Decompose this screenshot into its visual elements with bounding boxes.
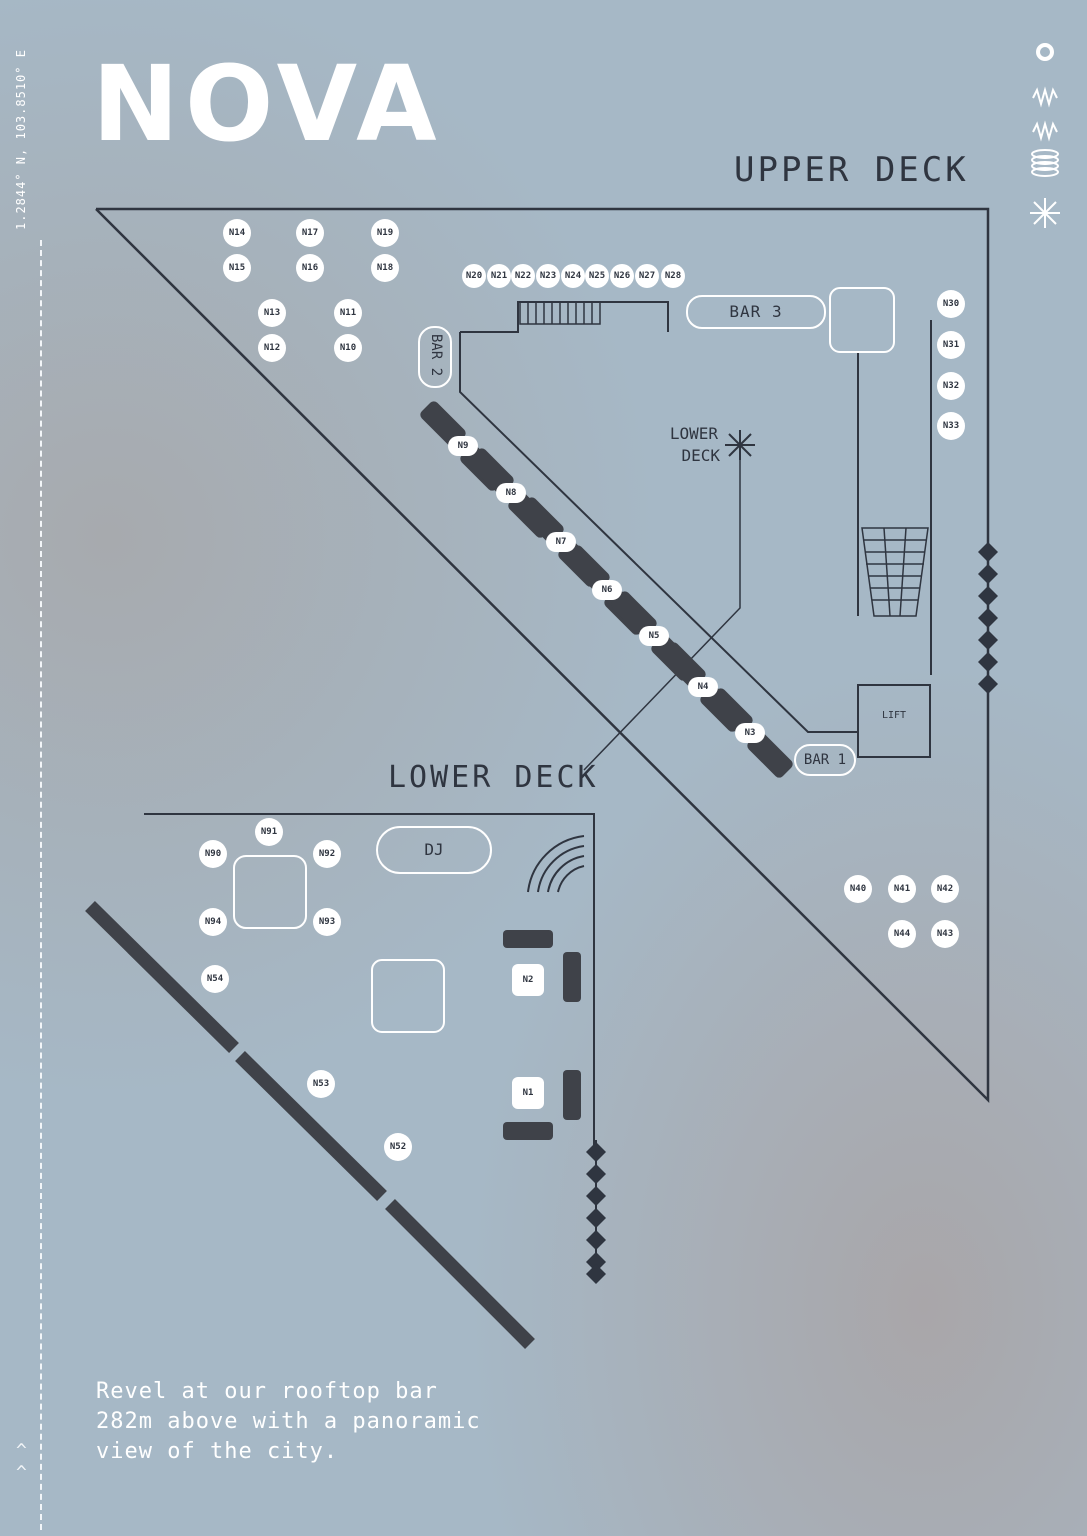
lower-table-square bbox=[371, 959, 445, 1033]
brand-logo: NOVA bbox=[92, 43, 443, 165]
table-n11[interactable]: N11 bbox=[334, 299, 362, 327]
lower-deck-pointer-label-1: LOWER bbox=[670, 424, 719, 443]
table-n20[interactable]: N20 bbox=[462, 264, 486, 288]
table-n6[interactable]: N6 bbox=[592, 580, 622, 600]
booth-seat bbox=[564, 545, 610, 591]
table-n7[interactable]: N7 bbox=[546, 532, 576, 552]
table-n42[interactable]: N42 bbox=[931, 875, 959, 903]
table-n10[interactable]: N10 bbox=[334, 334, 362, 362]
staircase-icon bbox=[861, 527, 929, 617]
page-edge-dashed-line bbox=[40, 240, 42, 1530]
lower-booth-seats bbox=[503, 930, 581, 1140]
table-n22[interactable]: N22 bbox=[511, 264, 535, 288]
chevron-up-icon: ^ bbox=[16, 1440, 27, 1461]
booth-seat bbox=[518, 497, 564, 543]
table-n2[interactable]: N2 bbox=[512, 964, 544, 996]
table-n5[interactable]: N5 bbox=[639, 626, 669, 646]
wave-icon bbox=[1032, 120, 1058, 142]
dj-pill[interactable]: DJ bbox=[376, 826, 492, 874]
table-n15[interactable]: N15 bbox=[223, 254, 251, 282]
diagonal-booths bbox=[420, 401, 793, 778]
table-n90[interactable]: N90 bbox=[199, 840, 227, 868]
table-n31[interactable]: N31 bbox=[937, 331, 965, 359]
table-n44[interactable]: N44 bbox=[888, 920, 916, 948]
booth-seat bbox=[707, 688, 753, 734]
lower-deck-title: LOWER DECK bbox=[388, 760, 599, 795]
table-n18[interactable]: N18 bbox=[371, 254, 399, 282]
booth-seat bbox=[420, 401, 466, 447]
coil-icon bbox=[1031, 149, 1059, 177]
table-n41[interactable]: N41 bbox=[888, 875, 916, 903]
table-n26[interactable]: N26 bbox=[610, 264, 634, 288]
table-n19[interactable]: N19 bbox=[371, 219, 399, 247]
railing-ornament bbox=[978, 540, 998, 694]
table-n23[interactable]: N23 bbox=[536, 264, 560, 288]
table-n9[interactable]: N9 bbox=[448, 436, 478, 456]
booth-seat bbox=[468, 448, 514, 494]
table-n30[interactable]: N30 bbox=[937, 290, 965, 318]
ring-icon bbox=[1036, 43, 1054, 61]
table-n28[interactable]: N28 bbox=[661, 264, 685, 288]
lower-deck-outline bbox=[144, 813, 595, 1150]
table-n91[interactable]: N91 bbox=[255, 818, 283, 846]
table-n33[interactable]: N33 bbox=[937, 412, 965, 440]
bar3-pill[interactable]: BAR 3 bbox=[686, 295, 826, 329]
arc-icon bbox=[527, 835, 585, 893]
table-n27[interactable]: N27 bbox=[635, 264, 659, 288]
tagline: Revel at our rooftop bar 282m above with… bbox=[96, 1379, 481, 1464]
bar2-pill[interactable]: BAR 2 bbox=[418, 326, 452, 388]
railing-ornament bbox=[586, 1140, 606, 1284]
table-n53[interactable]: N53 bbox=[307, 1070, 335, 1098]
planter-strip bbox=[85, 901, 535, 1349]
table-n21[interactable]: N21 bbox=[487, 264, 511, 288]
table-n13[interactable]: N13 bbox=[258, 299, 286, 327]
table-n94[interactable]: N94 bbox=[199, 908, 227, 936]
lift-label: LIFT bbox=[881, 710, 907, 721]
booth-seat bbox=[660, 642, 706, 688]
table-n12[interactable]: N12 bbox=[258, 334, 286, 362]
table-n93[interactable]: N93 bbox=[313, 908, 341, 936]
lift-box bbox=[857, 684, 931, 758]
table-n16[interactable]: N16 bbox=[296, 254, 324, 282]
table-n14[interactable]: N14 bbox=[223, 219, 251, 247]
table-n24[interactable]: N24 bbox=[561, 264, 585, 288]
upper-deck-title: UPPER DECK bbox=[734, 150, 969, 190]
table-n25[interactable]: N25 bbox=[585, 264, 609, 288]
chevron-up-icon: ^ bbox=[16, 1462, 27, 1483]
table-n1[interactable]: N1 bbox=[512, 1077, 544, 1109]
lower-table-square bbox=[233, 855, 307, 929]
table-n43[interactable]: N43 bbox=[931, 920, 959, 948]
wave-icon bbox=[1032, 86, 1058, 108]
staircase-icon bbox=[519, 301, 601, 325]
sparkle-icon bbox=[1030, 198, 1060, 228]
right-icon-column bbox=[1030, 43, 1060, 228]
upper-table-square bbox=[829, 287, 895, 353]
lower-deck-pointer-label-2: DECK bbox=[681, 446, 720, 465]
table-n54[interactable]: N54 bbox=[201, 965, 229, 993]
booth-seat bbox=[747, 732, 793, 778]
table-n32[interactable]: N32 bbox=[937, 372, 965, 400]
booth-seat bbox=[611, 591, 657, 637]
table-n8[interactable]: N8 bbox=[496, 483, 526, 503]
bar1-pill[interactable]: BAR 1 bbox=[794, 744, 856, 776]
sparkle-icon bbox=[725, 430, 755, 460]
table-n92[interactable]: N92 bbox=[313, 840, 341, 868]
table-n3[interactable]: N3 bbox=[735, 723, 765, 743]
table-n17[interactable]: N17 bbox=[296, 219, 324, 247]
table-n4[interactable]: N4 bbox=[688, 677, 718, 697]
table-n52[interactable]: N52 bbox=[384, 1133, 412, 1161]
table-n40[interactable]: N40 bbox=[844, 875, 872, 903]
